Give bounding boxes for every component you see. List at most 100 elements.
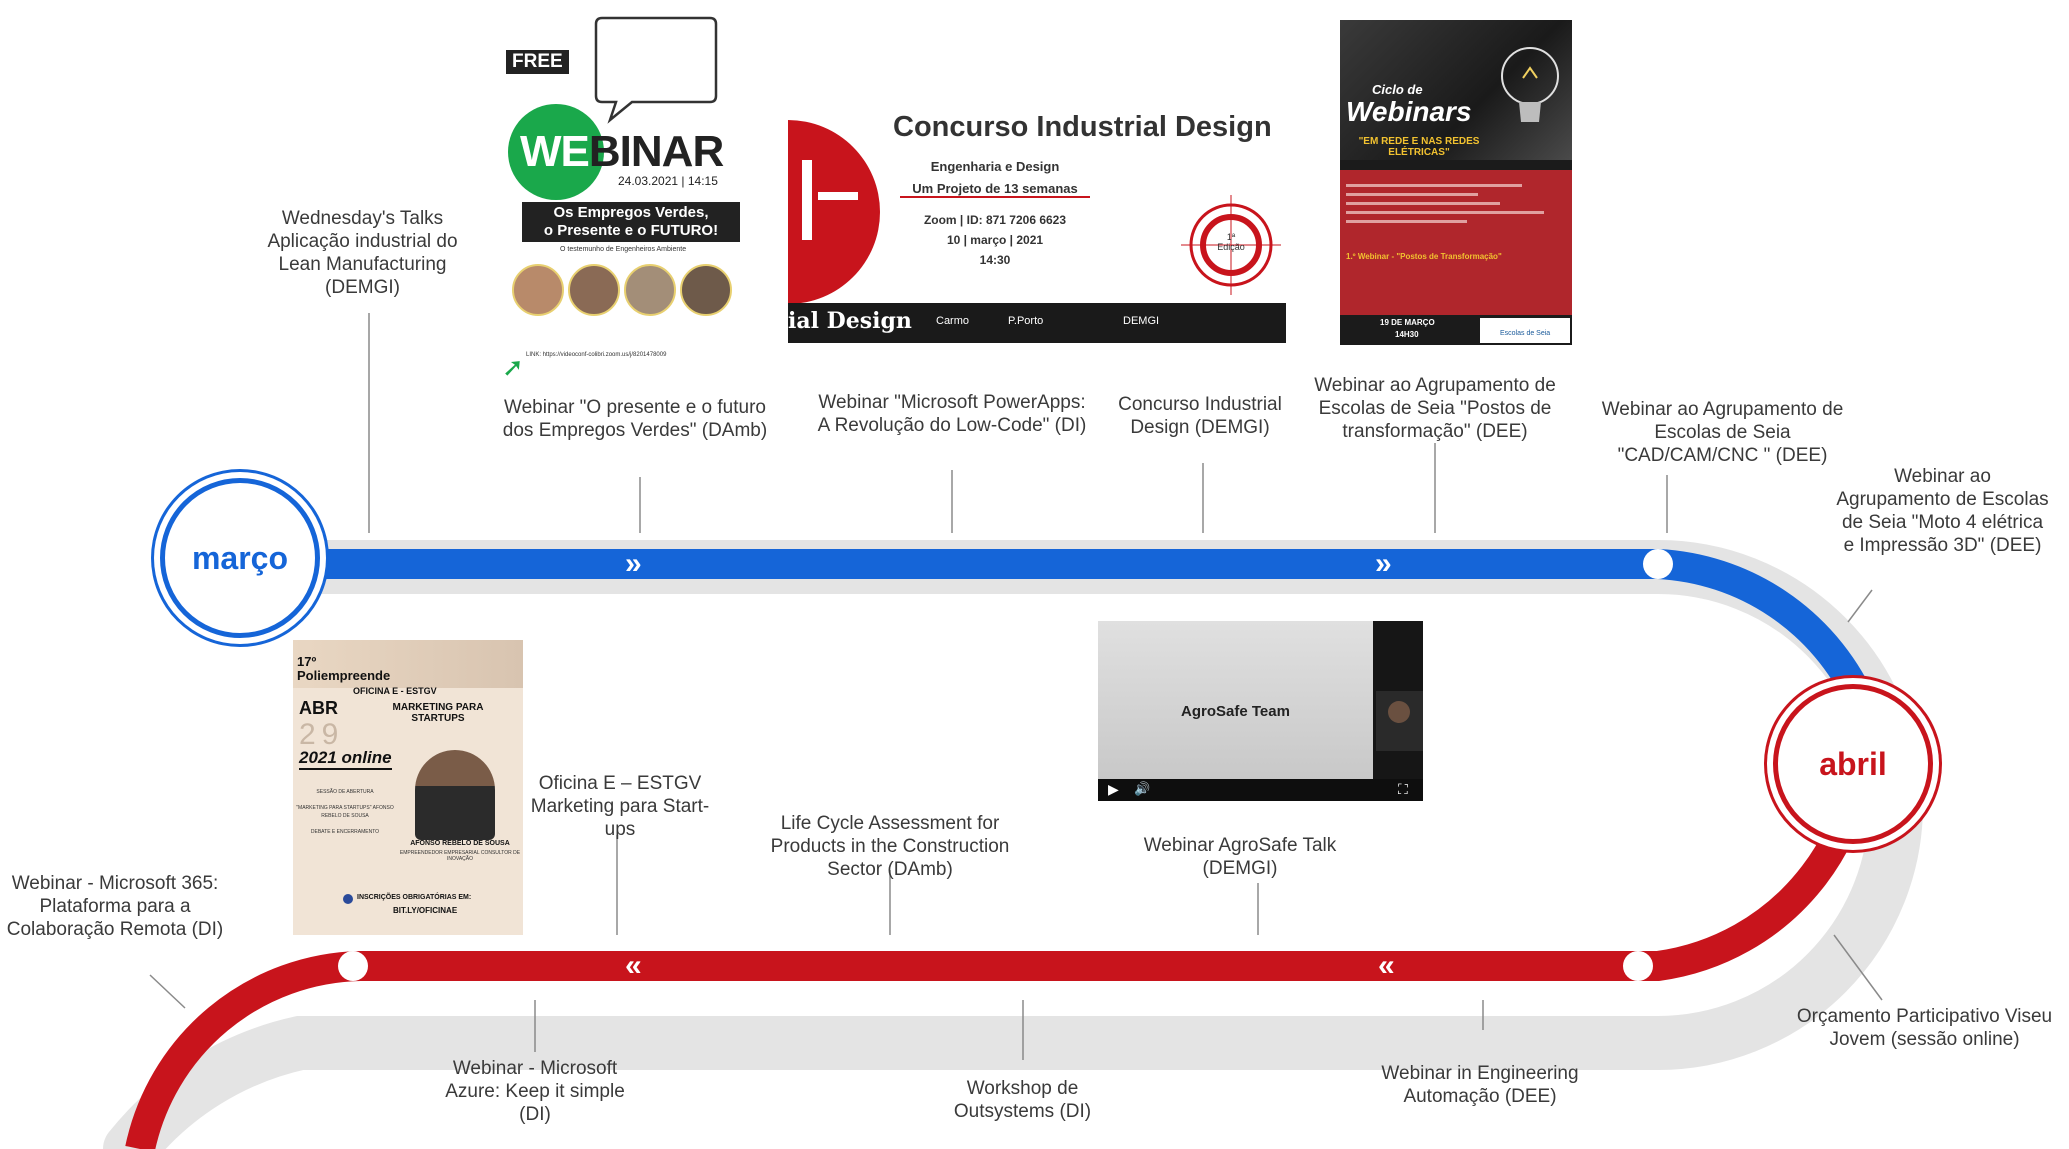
event-lca: Life Cycle Assessment for Products in th… xyxy=(770,813,1010,880)
month-march-label: março xyxy=(191,539,289,576)
poli-topic: MARKETING PARA STARTUPS xyxy=(392,702,484,724)
ciclo-line1: Ciclo de xyxy=(1372,82,1423,97)
track-node xyxy=(338,951,368,981)
month-march-badge: março xyxy=(160,478,320,638)
webinar-link: LINK: https://videoconf-colibri.zoom.us/… xyxy=(526,352,667,358)
webinar-we: WE xyxy=(520,127,590,176)
concurso-line1: Engenharia e Design xyxy=(930,159,1060,174)
webinar-logo-text: WEBINAR xyxy=(520,127,724,176)
concurso-date: 10 | março | 2021 xyxy=(946,233,1044,247)
poli-agenda: SESSÃO DE ABERTURA "MARKETING PARA START… xyxy=(295,788,395,836)
webinar-binar: BINAR xyxy=(588,127,724,176)
backward-chevron-icon: « xyxy=(1378,949,1395,982)
ciclo-time: 14H30 xyxy=(1395,330,1419,339)
poster-ciclo-webinars: Ciclo de Webinars "EM REDE E NAS REDES E… xyxy=(1340,20,1572,345)
forward-chevron-icon: » xyxy=(625,547,642,580)
poli-bullet-icon xyxy=(343,894,353,904)
concurso-footer xyxy=(788,303,1286,343)
agrosafe-title: AgroSafe Team xyxy=(1181,703,1290,720)
event-agrosafe: Webinar AgroSafe Talk (DEMGI) xyxy=(1143,835,1337,879)
video-slide xyxy=(1098,621,1373,781)
volume-icon[interactable]: 🔊 xyxy=(1134,781,1151,796)
ciclo-featured: 1.º Webinar - "Postos de Transformação" xyxy=(1346,252,1502,261)
poster-webinar-empregos-verdes: FREE WEBINAR 24.03.2021 | 14:15 Os Empre… xyxy=(500,12,745,382)
poster-poliempreende: 17º Poliempreende OFICINA E - ESTGV ABR … xyxy=(293,640,523,935)
speaker-avatar xyxy=(568,264,620,316)
backward-chevron-icon: « xyxy=(625,949,642,982)
poli-abr: ABR xyxy=(299,698,338,718)
poli-speaker: AFONSO REBELO DE SOUSA xyxy=(410,840,510,847)
poli-agenda-3: DEBATE E ENCERRAMENTO xyxy=(310,829,380,835)
connector-line xyxy=(1847,589,1873,623)
speaker-avatar xyxy=(512,264,564,316)
poli-year-online: 2021 online xyxy=(299,748,392,770)
track-node xyxy=(1643,549,1673,579)
webinar-banner-line2: o Presente e o FUTURO! xyxy=(543,222,719,239)
concurso-footer-text: ial Design xyxy=(788,308,912,334)
ciclo-date: 19 DE MARÇO xyxy=(1380,318,1435,327)
footer-brand-2: P.Porto xyxy=(1008,315,1044,327)
webinar-datetime: 24.03.2021 | 14:15 xyxy=(618,174,718,188)
design-sketch-graphic xyxy=(788,120,880,304)
footer-brand-1: Carmo xyxy=(936,315,970,327)
cursor-arrow-icon: ➚ xyxy=(502,352,524,382)
video-controls[interactable] xyxy=(1098,779,1423,801)
poli-oficina: OFICINA E - ESTGV xyxy=(353,686,437,696)
ciclo-photo-bg xyxy=(1340,20,1572,160)
video-agrosafe[interactable]: AgroSafe Team ▶ 🔊 ⛶ xyxy=(1098,621,1423,801)
month-april-label: abril xyxy=(1819,745,1887,782)
webcam-person xyxy=(1388,701,1410,723)
event-orcamento: Orçamento Participativo Viseu Jovem (ses… xyxy=(1796,1006,2053,1050)
concurso-time: 14:30 xyxy=(979,253,1011,267)
poli-name: Poliempreende xyxy=(297,668,391,683)
poli-day: 29 xyxy=(299,718,345,751)
webinar-subtitle: O testemunho de Engenheiros Ambiente xyxy=(560,246,687,253)
event-azure: Webinar - Microsoft Azure: Keep it simpl… xyxy=(445,1058,625,1125)
poli-inscricoes: INSCRIÇÕES OBRIGATÓRIAS EM: xyxy=(357,894,472,901)
forward-chevron-icon: » xyxy=(1375,547,1392,580)
event-wednesday-talks: Wednesday's Talks Aplicação industrial d… xyxy=(267,208,458,298)
event-workshop-outsystems: Workshop de Outsystems (DI) xyxy=(953,1078,1092,1122)
poli-speaker-photo xyxy=(415,750,495,840)
event-concurso: Concurso Industrial Design (DEMGI) xyxy=(1118,394,1282,438)
event-oficina-e: Oficina E – ESTGV Marketing para Start-u… xyxy=(530,773,710,840)
poli-agenda-1: SESSÃO DE ABERTURA xyxy=(316,789,374,795)
webinar-banner: Os Empregos Verdes, o Presente e o FUTUR… xyxy=(522,202,740,242)
ciclo-org-logo xyxy=(1480,318,1570,343)
ciclo-org: Escolas de Seia xyxy=(1500,330,1551,337)
event-cad-cam: Webinar ao Agrupamento de Escolas de Sei… xyxy=(1601,399,1844,466)
webinar-banner-line1: Os Empregos Verdes, xyxy=(553,204,709,221)
concurso-title: Concurso Industrial Design xyxy=(893,111,1272,143)
ciclo-agenda-lines xyxy=(1346,178,1566,229)
edition-seal-graphic xyxy=(1181,195,1281,295)
event-powerapps: Webinar "Microsoft PowerApps: A Revoluçã… xyxy=(817,392,1087,436)
event-postos: Webinar ao Agrupamento de Escolas de Sei… xyxy=(1314,375,1556,442)
connector-line xyxy=(149,974,186,1009)
play-icon[interactable]: ▶ xyxy=(1108,781,1119,797)
ciclo-line2: Webinars xyxy=(1346,96,1472,127)
concurso-line2: Um Projeto de 13 semanas xyxy=(900,181,1090,198)
lightbulb-icon xyxy=(1501,47,1559,122)
event-empregos-verdes: Webinar "O presente e o futuro dos Empre… xyxy=(502,397,768,441)
webinar-green-circle xyxy=(508,104,604,200)
ciclo-subtitle: "EM REDE E NAS REDES ELÉTRICAS" xyxy=(1358,136,1480,158)
poli-header-photo xyxy=(293,640,523,688)
event-moto: Webinar ao Agrupamento de Escolas de Sei… xyxy=(1836,466,2049,556)
speaker-avatar xyxy=(624,264,676,316)
concurso-zoom: Zoom | ID: 871 7206 6623 xyxy=(923,213,1067,227)
speech-bubble-icon xyxy=(594,16,718,124)
poli-agenda-2: "MARKETING PARA STARTUPS" AFONSO REBELO … xyxy=(296,805,394,819)
month-april-badge: abril xyxy=(1773,684,1933,844)
event-m365: Webinar - Microsoft 365: Plataforma para… xyxy=(6,873,224,940)
poli-speaker-role: EMPREENDEDOR EMPRESARIAL CONSULTOR DE IN… xyxy=(399,850,521,862)
fullscreen-icon[interactable]: ⛶ xyxy=(1398,781,1408,797)
concurso-edition: 1ª Edição xyxy=(1217,232,1245,252)
poster-concurso-industrial-design: Concurso Industrial Design Engenharia e … xyxy=(788,95,1286,343)
free-tag: FREE xyxy=(506,50,569,74)
poli-edition: 17º xyxy=(297,654,317,669)
track-node xyxy=(1623,951,1653,981)
connector-line xyxy=(1833,934,1883,1001)
event-engineering-automacao: Webinar in Engineering Automação (DEE) xyxy=(1381,1063,1579,1107)
footer-brand-3: DEMGI xyxy=(1123,315,1160,327)
speaker-avatar xyxy=(680,264,732,316)
